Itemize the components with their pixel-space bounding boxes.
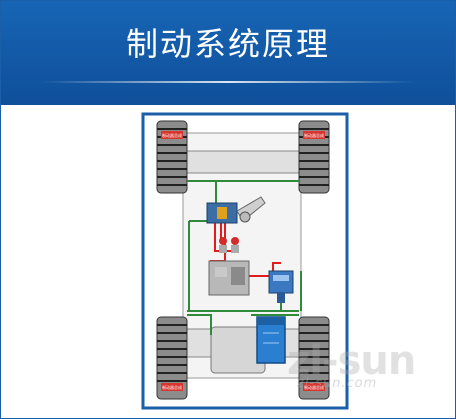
page-title: 制动系统原理 xyxy=(125,25,330,63)
wheel-front-right xyxy=(298,120,330,194)
watermark-sub: zl-sun.com xyxy=(297,376,378,391)
accumulators xyxy=(219,237,239,253)
pump-valve-block xyxy=(208,260,250,296)
wheel-tag-rr: 制动器总成 xyxy=(304,384,324,390)
hydraulic-tank xyxy=(256,316,286,364)
wheel-rear-right xyxy=(298,316,330,400)
wheel-tag-rl: 制动器总成 xyxy=(162,384,182,390)
brake-valve-cluster xyxy=(206,196,266,224)
header-bar: 制动系统原理 xyxy=(1,1,455,105)
watermark-main: zl-sun xyxy=(287,338,416,384)
brake-system-diagram: 制动器总成 制动器总成 制动器总成 制动器总成 xyxy=(11,111,445,411)
wheel-rear-left xyxy=(156,316,188,400)
diagram-border xyxy=(141,112,349,410)
charging-valve xyxy=(268,270,294,303)
wheel-tag-fl: 制动器总成 xyxy=(162,132,182,138)
header-divider xyxy=(41,81,415,83)
wheel-tag-fr: 制动器总成 xyxy=(304,132,324,138)
wheel-front-left xyxy=(156,120,188,194)
